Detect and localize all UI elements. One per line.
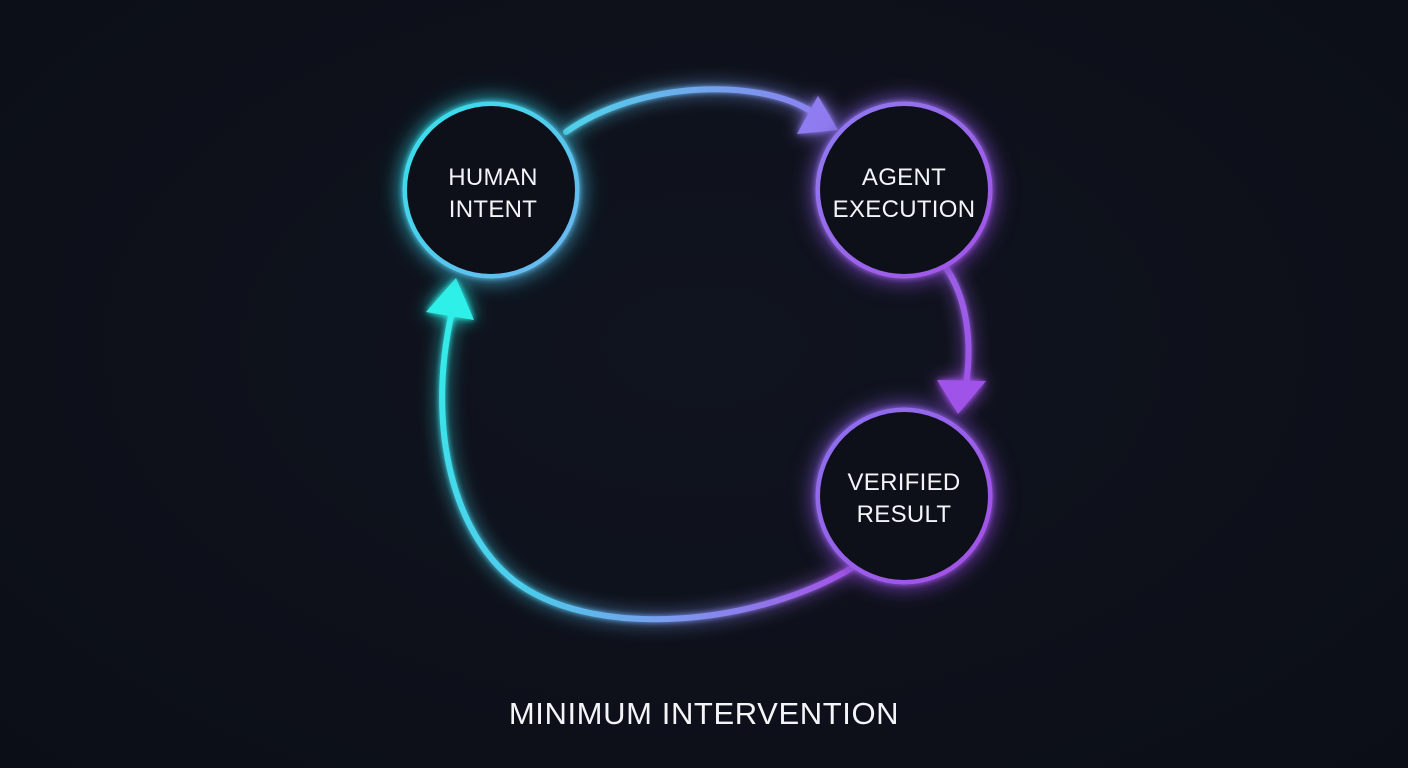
node-verified-result: VERIFIED RESULT <box>815 407 993 585</box>
node-label-line-1: AGENT <box>862 164 946 191</box>
node-label-line-1: VERIFIED <box>847 469 960 496</box>
edge-human-to-agent <box>563 86 838 135</box>
edge-verified-to-human <box>426 278 858 623</box>
node-human-intent: HUMAN INTENT <box>402 101 580 279</box>
arrowhead-agent <box>797 96 838 134</box>
arrowhead-verified <box>937 380 986 414</box>
node-agent-execution: AGENT EXECUTION <box>815 101 993 279</box>
arrowhead-human <box>426 278 474 320</box>
node-label-line-1: HUMAN <box>448 164 538 191</box>
edge-agent-to-verified <box>937 265 986 414</box>
node-label-line-2: RESULT <box>857 501 952 528</box>
diagram-caption: MINIMUM INTERVENTION <box>508 696 900 731</box>
node-label-line-2: INTENT <box>449 196 537 223</box>
node-label-line-2: EXECUTION <box>833 196 976 223</box>
